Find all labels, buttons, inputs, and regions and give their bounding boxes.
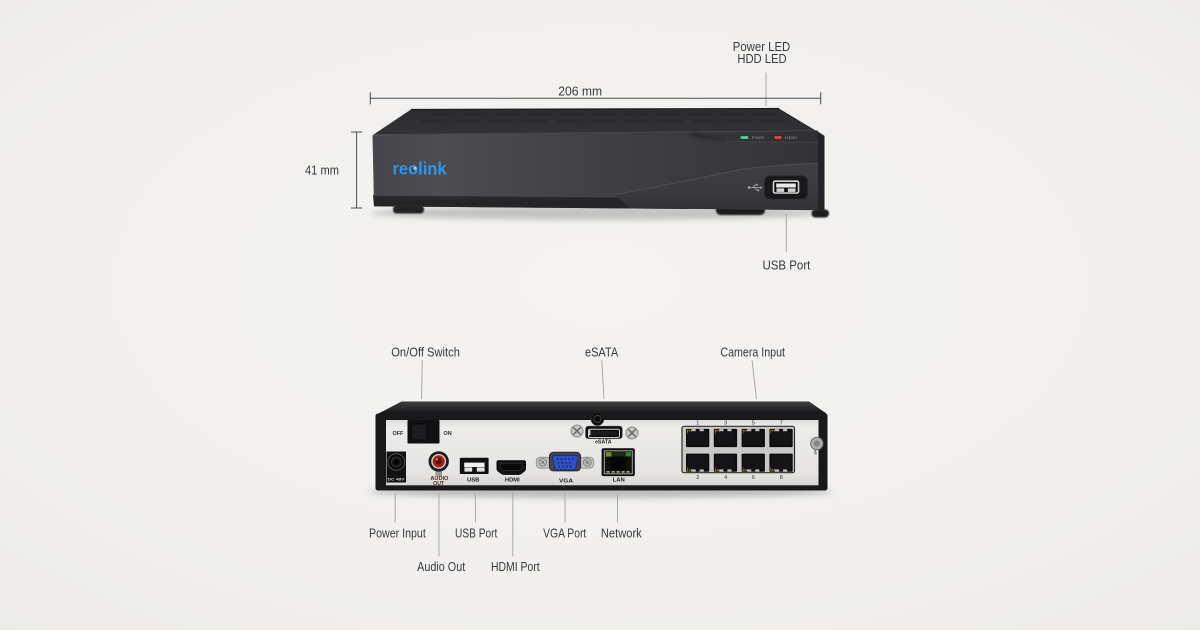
svg-text:5: 5 <box>752 420 755 426</box>
svg-text:DC 48V: DC 48V <box>388 478 406 482</box>
svg-text:ON: ON <box>443 431 452 437</box>
svg-text:8: 8 <box>780 475 783 481</box>
svg-text:USB Port: USB Port <box>455 525 498 540</box>
svg-text:eSATA: eSATA <box>585 345 619 360</box>
svg-text:OUT: OUT <box>433 481 444 487</box>
svg-text:1: 1 <box>696 420 699 426</box>
svg-text:HDD: HDD <box>785 135 798 140</box>
svg-text:6: 6 <box>752 475 755 481</box>
svg-text:USB: USB <box>467 477 480 483</box>
svg-text:7: 7 <box>780 420 783 426</box>
svg-text:Network: Network <box>601 525 642 540</box>
svg-text:Audio Out: Audio Out <box>417 559 465 574</box>
svg-text:4: 4 <box>724 475 727 481</box>
svg-text:3: 3 <box>724 420 727 426</box>
svg-text:LAN: LAN <box>613 477 626 483</box>
svg-text:HDMI Port: HDMI Port <box>491 559 540 574</box>
svg-text:AUDIO: AUDIO <box>430 476 448 482</box>
svg-text:2: 2 <box>696 475 699 481</box>
svg-text:206 mm: 206 mm <box>558 84 602 99</box>
svg-text:USB Port: USB Port <box>762 257 810 272</box>
svg-text:Camera Input: Camera Input <box>720 345 785 360</box>
svg-text:On/Off Switch: On/Off Switch <box>391 345 460 360</box>
svg-text:HDD LED: HDD LED <box>737 51 786 66</box>
svg-text:HDMI: HDMI <box>505 477 521 483</box>
svg-text:reolink: reolink <box>393 158 447 178</box>
svg-text:VGA: VGA <box>559 478 573 484</box>
svg-text:eSATA: eSATA <box>595 440 612 446</box>
svg-text:PWR: PWR <box>752 135 765 140</box>
svg-text:Power LED: Power LED <box>733 39 791 54</box>
svg-text:VGA Port: VGA Port <box>543 525 586 540</box>
svg-text:Power Input: Power Input <box>369 525 426 540</box>
svg-text:41 mm: 41 mm <box>305 162 339 177</box>
svg-text:OFF: OFF <box>393 431 404 437</box>
